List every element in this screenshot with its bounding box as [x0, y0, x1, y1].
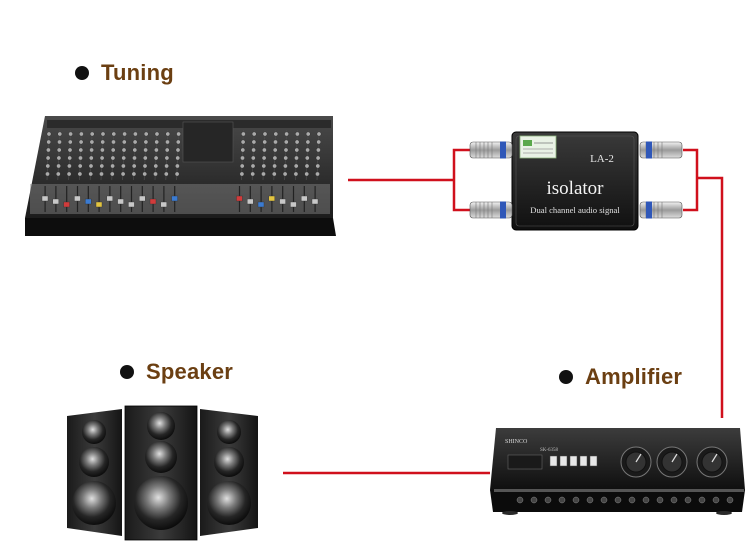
- speaker-right-cabinet: [200, 409, 258, 536]
- isolator-name-label: isolator: [547, 178, 605, 199]
- tuning-label-text: Tuning: [101, 60, 174, 85]
- bullet-icon: [559, 370, 573, 384]
- xlr-connector-icon: [469, 141, 513, 159]
- isolator-sticker: [519, 135, 557, 159]
- amplifier-icon: SHINCO SK-6358: [490, 428, 745, 515]
- speaker-left-cabinet: [67, 409, 122, 536]
- mixer-channel-strips: [45, 129, 322, 181]
- xlr-connectors: [469, 141, 683, 219]
- speaker-set-icon: [67, 405, 258, 541]
- bullet-icon: [75, 66, 89, 80]
- cables: [283, 148, 724, 475]
- cable-isolator-left-bracket: [452, 148, 470, 212]
- amplifier-label-text: Amplifier: [585, 364, 683, 389]
- amplifier-model-label: SK-6358: [540, 448, 559, 453]
- amplifier-jacks: [516, 496, 734, 504]
- amplifier-knob: [620, 446, 652, 478]
- cable-isolator-right-bracket: [683, 148, 699, 212]
- mixer-console-icon: [25, 116, 336, 236]
- amplifier-brand-label: SHINCO: [505, 439, 528, 445]
- xlr-connector-icon: [639, 141, 683, 159]
- speaker-center-cabinet: [124, 405, 198, 541]
- isolator-box-icon: LA-2 isolator Dual channel audio signal: [469, 131, 683, 231]
- tuning-label: Tuning: [75, 60, 174, 86]
- xlr-connector-icon: [639, 201, 683, 219]
- amplifier-label: Amplifier: [559, 364, 682, 390]
- xlr-connector-icon: [469, 201, 513, 219]
- speaker-label: Speaker: [120, 359, 233, 385]
- cable-isolator-to-amplifier: [697, 176, 724, 418]
- amplifier-knob: [656, 446, 688, 478]
- amplifier-knobs: [620, 446, 728, 478]
- isolator-subtitle-label: Dual channel audio signal: [530, 205, 620, 215]
- isolator-model-label: LA-2: [590, 153, 614, 165]
- mixer-faders: [41, 186, 319, 212]
- amplifier-buttons: [549, 455, 598, 467]
- bullet-icon: [120, 365, 134, 379]
- speaker-label-text: Speaker: [146, 359, 234, 384]
- amplifier-knob: [696, 446, 728, 478]
